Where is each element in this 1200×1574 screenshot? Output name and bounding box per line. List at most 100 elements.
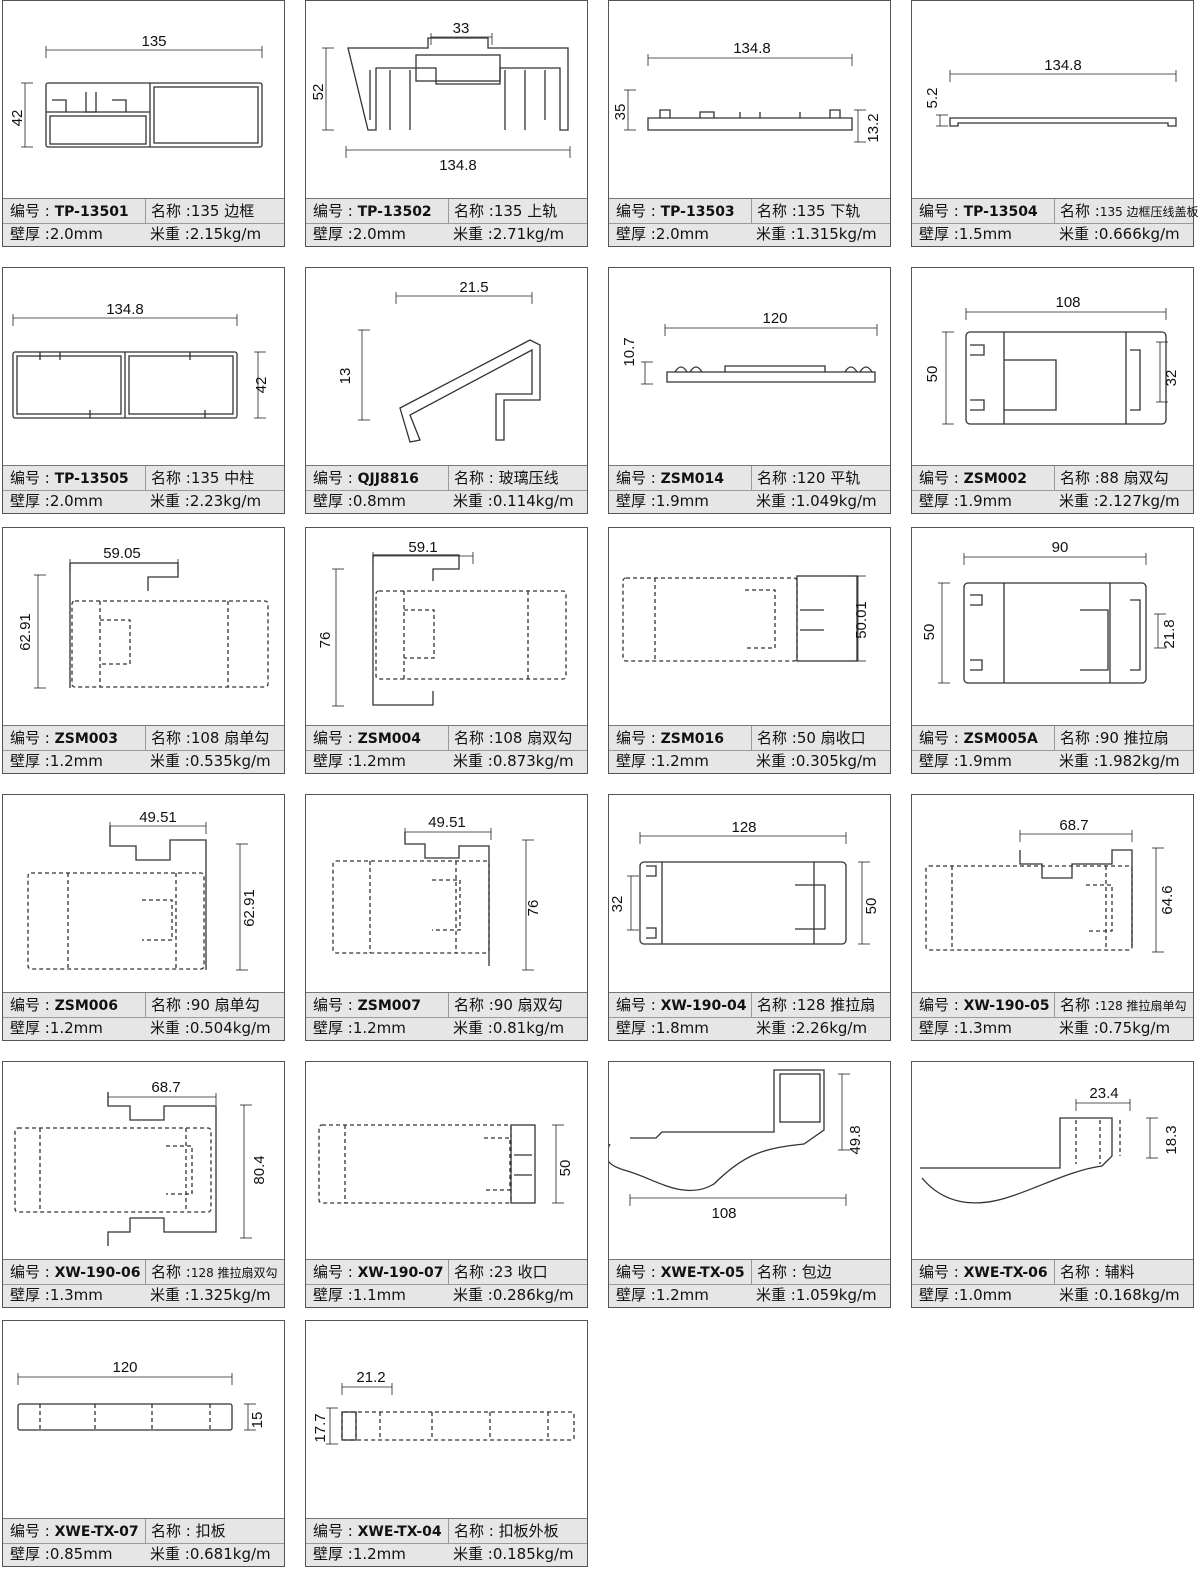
- wall-thickness: 1.0mm: [958, 1286, 1012, 1304]
- weight-cell: 米重 :0.185kg/m: [448, 1542, 574, 1566]
- name-label: 名称 :: [1060, 469, 1100, 487]
- spec-table: 编号 : TP-13504 名称 :135 边框压线盖板 壁厚 :1.5mm 米…: [912, 198, 1199, 246]
- weight-cell: 米重 :0.504kg/m: [145, 1016, 271, 1040]
- code-cell: 编号 : TP-13504: [919, 199, 1038, 223]
- spec-row-id: 编号 : XW-190-07 名称 :23 收口: [306, 1259, 587, 1285]
- spec-row-id: 编号 : ZSM007 名称 :90 扇双勾: [306, 992, 587, 1018]
- meter-weight: 1.059kg/m: [795, 1286, 877, 1304]
- profile-shape: [341, 1411, 575, 1441]
- name-cell: 名称 :50 扇收口: [751, 726, 866, 750]
- spec-row-metrics: 壁厚 :1.1mm 米重 :0.286kg/m: [306, 1283, 587, 1307]
- wall-label: 壁厚 :: [919, 752, 959, 770]
- wall-thickness: 1.9mm: [958, 492, 1012, 510]
- code-label: 编号 :: [10, 469, 55, 487]
- name-cell: 名称 : 包边: [751, 1260, 832, 1284]
- weight-label: 米重 :: [1059, 1019, 1099, 1037]
- spec-table: 编号 : ZSM014 名称 :120 平轨 壁厚 :1.9mm 米重 :1.0…: [609, 465, 890, 513]
- wall-label: 壁厚 :: [313, 1019, 353, 1037]
- name-cell: 名称 :135 边框压线盖板: [1054, 199, 1199, 223]
- spec-row-id: 编号 : ZSM002 名称 :88 扇双勾: [912, 465, 1193, 491]
- dimension-label: 42: [9, 110, 26, 127]
- spec-table: 编号 : ZSM006 名称 :90 扇单勾 壁厚 :1.2mm 米重 :0.5…: [3, 992, 284, 1040]
- name-label: 名称 :: [151, 469, 191, 487]
- spec-row-id: 编号 : XWE-TX-07 名称 : 扣板: [3, 1518, 284, 1544]
- dimension-line: [240, 1104, 252, 1239]
- code-cell: 编号 : ZSM002: [919, 466, 1027, 490]
- profile-shape: [622, 575, 858, 662]
- dimension-label: 21.5: [459, 279, 488, 296]
- dimension-label: 108: [711, 1205, 736, 1222]
- meter-weight: 1.982kg/m: [1098, 752, 1180, 770]
- profile-code: XWE-TX-07: [54, 1524, 139, 1540]
- wall-thickness: 1.2mm: [352, 1545, 406, 1563]
- name-cell: 名称 :135 中柱: [145, 466, 254, 490]
- name-cell: 名称 :90 推拉扇: [1054, 726, 1169, 750]
- code-cell: 编号 : ZSM004: [313, 726, 421, 750]
- dimension-label: 21.8: [1161, 619, 1178, 648]
- dimension-line: [1154, 613, 1166, 649]
- dimension-line: [34, 574, 46, 689]
- profile-name: 135 上轨: [493, 202, 558, 220]
- dimension-line: [629, 1194, 847, 1206]
- profile-name: 辅料: [1099, 1263, 1135, 1281]
- dimension-label: 35: [612, 104, 629, 121]
- weight-label: 米重 :: [1059, 752, 1099, 770]
- weight-label: 米重 :: [756, 1286, 796, 1304]
- dimension-label: 50: [863, 898, 880, 915]
- meter-weight: 2.127kg/m: [1098, 492, 1180, 510]
- code-label: 编号 :: [616, 1263, 661, 1281]
- weight-label: 米重 :: [150, 752, 190, 770]
- wall-cell: 壁厚 :0.85mm: [10, 1542, 112, 1566]
- dimension-label: 59.1: [408, 539, 437, 556]
- weight-cell: 米重 :2.71kg/m: [448, 222, 564, 246]
- profile-code: XW-190-05: [963, 998, 1050, 1014]
- code-cell: 编号 : XW-190-05: [919, 993, 1050, 1017]
- profile-card: 50.01 编号 : ZSM016 名称 :50 扇收口 壁厚 :1.2mm 米…: [608, 527, 891, 774]
- meter-weight: 0.75kg/m: [1098, 1019, 1171, 1037]
- meter-weight: 2.23kg/m: [189, 492, 262, 510]
- weight-cell: 米重 :2.127kg/m: [1054, 489, 1180, 513]
- wall-cell: 壁厚 :2.0mm: [10, 489, 103, 513]
- dimension-line: [395, 292, 533, 304]
- meter-weight: 2.15kg/m: [189, 225, 262, 243]
- dimension-line: [1156, 341, 1168, 403]
- meter-weight: 0.114kg/m: [492, 492, 574, 510]
- spec-row-id: 编号 : TP-13501 名称 :135 边框: [3, 198, 284, 224]
- meter-weight: 0.168kg/m: [1098, 1286, 1180, 1304]
- dimension-line: [858, 861, 870, 945]
- dimension-line: [345, 146, 571, 158]
- code-cell: 编号 : XW-190-06: [10, 1260, 141, 1284]
- meter-weight: 1.315kg/m: [795, 225, 877, 243]
- weight-label: 米重 :: [453, 752, 493, 770]
- dimension-label: 50: [924, 366, 941, 383]
- spec-table: 编号 : XWE-TX-04 名称 : 扣板外板 壁厚 :1.2mm 米重 :0…: [306, 1518, 587, 1566]
- code-cell: 编号 : XWE-TX-04: [313, 1519, 442, 1543]
- weight-cell: 米重 :1.049kg/m: [751, 489, 877, 513]
- weight-cell: 米重 :2.23kg/m: [145, 489, 261, 513]
- wall-thickness: 2.0mm: [49, 225, 103, 243]
- spec-table: 编号 : QJJ8816 名称 : 玻璃压线 壁厚 :0.8mm 米重 :0.1…: [306, 465, 587, 513]
- spec-table: 编号 : TP-13503 名称 :135 下轨 壁厚 :2.0mm 米重 :1…: [609, 198, 890, 246]
- weight-label: 米重 :: [1059, 225, 1099, 243]
- spec-table: 编号 : XW-190-06 名称 :128 推拉扇双勾 壁厚 :1.3mm 米…: [3, 1259, 284, 1307]
- profile-shape: [949, 117, 1177, 127]
- profile-name: 135 中柱: [190, 469, 255, 487]
- name-label: 名称 :: [151, 1263, 191, 1281]
- wall-label: 壁厚 :: [313, 492, 353, 510]
- code-label: 编号 :: [919, 729, 964, 747]
- spec-row-metrics: 壁厚 :1.3mm 米重 :1.325kg/m: [3, 1283, 284, 1307]
- dimension-label: 32: [1163, 370, 1180, 387]
- weight-label: 米重 :: [150, 1545, 190, 1563]
- dimension-label: 50: [921, 624, 938, 641]
